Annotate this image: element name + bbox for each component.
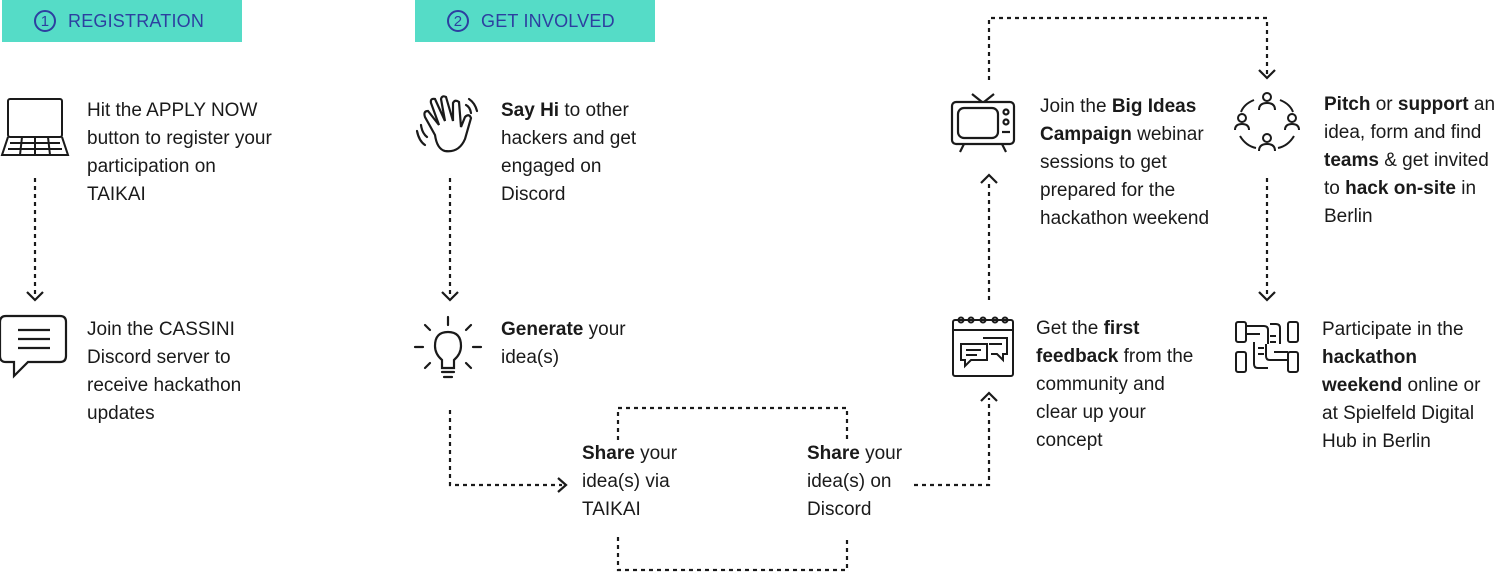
step-emphasis: support bbox=[1397, 94, 1469, 115]
step-text: Get the bbox=[1036, 318, 1104, 339]
step-big-ideas: Join the Big Ideas Campaign webinar sess… bbox=[1040, 93, 1215, 233]
step-text: your idea(s) via TAIKAI bbox=[582, 443, 678, 520]
step-text: server to receive hackathon updates bbox=[87, 347, 242, 424]
arrowhead bbox=[1258, 69, 1276, 80]
arrowhead bbox=[980, 173, 998, 184]
step-text: Hit the bbox=[87, 100, 147, 121]
television-icon bbox=[950, 93, 1016, 153]
arrowhead bbox=[26, 291, 44, 302]
step-participate: Participate in the hackathon weekend onl… bbox=[1322, 316, 1487, 456]
step-text: online or at Spielfeld Digital Hub in Be… bbox=[1322, 375, 1481, 452]
lightbulb-icon bbox=[413, 315, 483, 379]
step-emphasis: Generate bbox=[501, 319, 584, 340]
section-badge-registration: 1 REGISTRATION bbox=[2, 0, 242, 42]
arrowhead bbox=[1258, 291, 1276, 302]
discord-label: Discord bbox=[87, 347, 152, 368]
step-emphasis: Say Hi bbox=[501, 100, 560, 121]
step-share-discord: Share your idea(s) on Discord bbox=[807, 440, 927, 524]
apply-now-label: APPLY NOW bbox=[146, 100, 258, 121]
step-join-discord: Join the CASSINI Discord server to recei… bbox=[87, 316, 272, 428]
step-text: Join the bbox=[1040, 96, 1112, 117]
step-apply-now: Hit the APPLY NOW button to register you… bbox=[87, 97, 272, 209]
step-emphasis: hack on-site bbox=[1345, 178, 1456, 199]
network-people-icon bbox=[1234, 92, 1300, 152]
step-emphasis: Big Ideas Campaign bbox=[1040, 96, 1197, 145]
step-text: an idea, form and find bbox=[1324, 94, 1496, 143]
step-text: Participate in the bbox=[1322, 319, 1464, 340]
calendar-chat-icon bbox=[952, 316, 1014, 377]
joined-hands-icon bbox=[1235, 321, 1299, 373]
step-text: from the community and clear up your con… bbox=[1036, 346, 1194, 451]
arrowhead bbox=[441, 291, 459, 302]
section-badge-get-involved: 2 GET INVOLVED bbox=[415, 0, 655, 42]
step-text: to other hackers and get engaged on Disc… bbox=[501, 100, 637, 205]
chat-bubble-icon bbox=[0, 314, 68, 379]
step-text: or bbox=[1370, 94, 1398, 115]
step-first-feedback: Get the first feedback from the communit… bbox=[1036, 315, 1196, 455]
step-text: your idea(s) bbox=[501, 319, 626, 368]
connector-bigideas-to-pitch bbox=[987, 16, 1269, 80]
step-emphasis: hackathon weekend bbox=[1322, 347, 1418, 396]
step-emphasis: Pitch bbox=[1324, 94, 1371, 115]
section-number: 1 bbox=[34, 10, 56, 32]
connector-generate-to-share bbox=[448, 410, 562, 487]
step-emphasis: first feedback bbox=[1036, 318, 1140, 367]
connector-share-to-feedback bbox=[914, 398, 991, 487]
step-share-taikai: Share your idea(s) via TAIKAI bbox=[582, 440, 702, 524]
taikai-label: TAIKAI bbox=[87, 184, 146, 205]
connector-share-loop-top bbox=[616, 406, 849, 440]
step-text: & get invited to bbox=[1324, 150, 1489, 199]
step-emphasis: teams bbox=[1324, 150, 1379, 171]
section-number: 2 bbox=[447, 10, 469, 32]
waving-hand-icon bbox=[415, 95, 479, 153]
arrowhead bbox=[980, 391, 998, 402]
step-pitch-support: Pitch or support an idea, form and find … bbox=[1324, 91, 1498, 231]
step-emphasis: Share bbox=[807, 443, 860, 464]
step-text: Join the CASSINI bbox=[87, 319, 235, 340]
section-title: GET INVOLVED bbox=[481, 10, 615, 31]
step-emphasis: Share bbox=[582, 443, 635, 464]
connector-share-loop-bottom bbox=[616, 537, 849, 572]
arrowheads bbox=[26, 69, 1276, 493]
step-text: button to register your participation on bbox=[87, 128, 272, 177]
step-text: in Berlin bbox=[1324, 178, 1477, 227]
step-text: webinar sessions to get prepared for the… bbox=[1040, 124, 1210, 229]
laptop-icon bbox=[0, 98, 70, 156]
section-title: REGISTRATION bbox=[68, 10, 205, 31]
step-generate: Generate your idea(s) bbox=[501, 316, 666, 372]
arrowhead bbox=[557, 477, 568, 493]
step-text: your idea(s) on Discord bbox=[807, 443, 903, 520]
step-say-hi: Say Hi to other hackers and get engaged … bbox=[501, 97, 666, 209]
